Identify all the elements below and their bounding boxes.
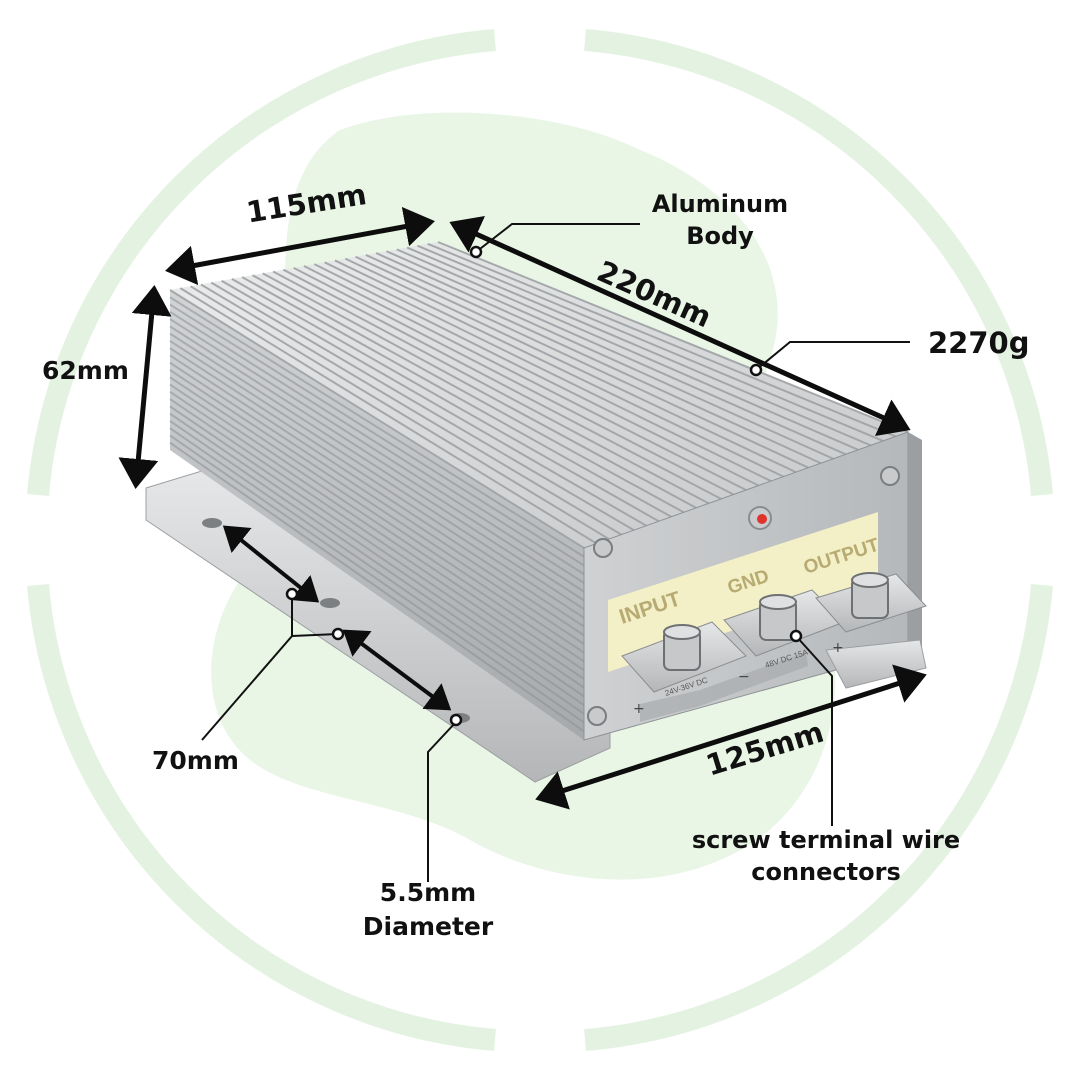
panel-minus-left: −: [738, 669, 750, 685]
hole-line-2: Diameter: [362, 911, 494, 941]
material-callout: Aluminum Body: [640, 188, 800, 253]
leader-material: [475, 223, 640, 253]
leader-weight: [755, 341, 910, 371]
weight-callout: 2270g: [928, 326, 1030, 360]
length-arrow: [449, 216, 911, 436]
height-label: 62mm: [42, 356, 129, 385]
hole-spacing-label: 70mm: [152, 746, 239, 775]
material-line-2: Body: [686, 222, 754, 251]
hole-spacing-arrow-2: [342, 629, 452, 711]
connectors-line-2: connectors: [751, 858, 901, 887]
connectors-line-1: screw terminal wire: [691, 826, 961, 854]
mount-width-arrow: [535, 664, 927, 810]
hole-spacing-arrow-1: [222, 525, 320, 603]
terminal-gnd: [723, 589, 845, 657]
height-arrow: [118, 285, 172, 489]
dimension-arrows: [118, 206, 927, 810]
panel-plus-right: +: [832, 640, 844, 656]
hole-diameter-callout: 5.5mm Diameter: [346, 876, 510, 944]
connectors-callout: screw terminal wire connectors: [686, 824, 966, 889]
leader-lines: [201, 223, 910, 882]
panel-plus-left: +: [633, 701, 645, 717]
terminal-output: [815, 572, 927, 633]
material-line-1: Aluminum: [651, 190, 789, 218]
leader-connectors: [795, 635, 833, 826]
width-arrow: [165, 206, 435, 286]
background-ring: [27, 29, 1053, 1051]
leader-dots: [285, 245, 803, 727]
leader-hole-diameter: [427, 721, 457, 882]
hole-line-1: 5.5mm: [379, 878, 477, 907]
